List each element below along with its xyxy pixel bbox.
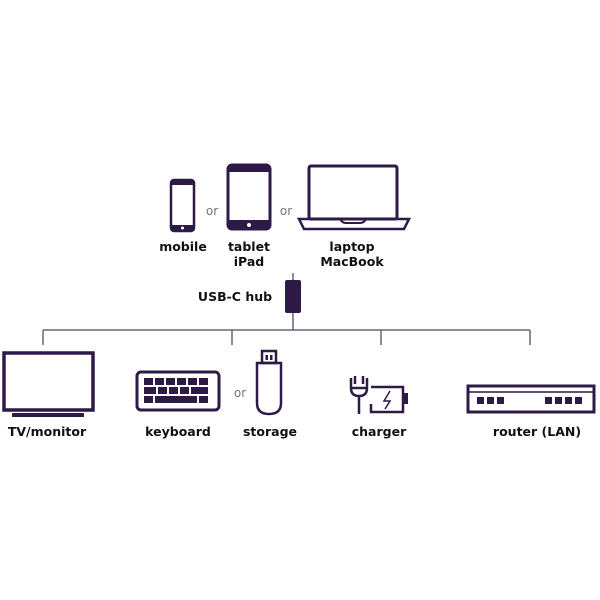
keyboard-icon: [135, 370, 221, 412]
usb-c-hub-icon: [285, 273, 301, 330]
tablet-icon: [226, 163, 272, 231]
router-label: router (LAN): [493, 424, 581, 439]
laptop-icon: [296, 164, 412, 231]
or-label: or: [234, 386, 246, 400]
or-label: or: [280, 204, 292, 218]
or-label: or: [206, 204, 218, 218]
usb-storage-icon: [255, 349, 283, 416]
mobile-icon: [169, 178, 196, 233]
charger-icon: [349, 376, 408, 414]
storage-label: storage: [243, 424, 297, 439]
charger-label: charger: [352, 424, 407, 439]
connection-lines: [42, 329, 531, 345]
laptop-label: laptop: [329, 239, 374, 254]
usb-c-hub-label: USB-C hub: [198, 289, 272, 304]
mobile-label: mobile: [159, 239, 207, 254]
router-icon: [466, 384, 596, 414]
keyboard-label: keyboard: [145, 424, 211, 439]
tv-monitor-icon: [2, 351, 95, 417]
tv-monitor-label: TV/monitor: [8, 424, 87, 439]
ipad-label: iPad: [234, 254, 265, 269]
macbook-label: MacBook: [320, 254, 384, 269]
tablet-label: tablet: [228, 239, 270, 254]
